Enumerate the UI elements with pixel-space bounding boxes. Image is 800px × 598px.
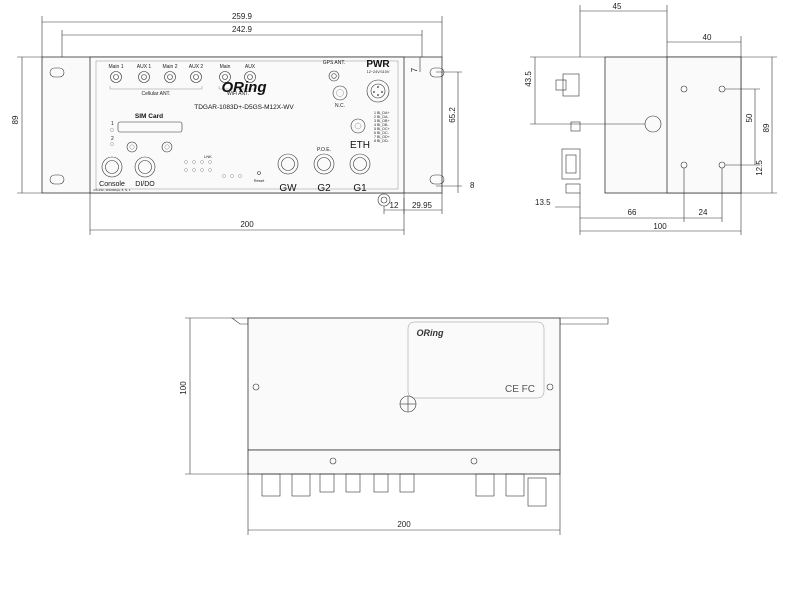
wifi-ant-label: WiFi ANT. [227, 91, 249, 97]
console-port: Console RS-232, 115200bps, 8, N, 1 [94, 156, 131, 192]
svg-text:5 BI_DC+: 5 BI_DC+ [374, 127, 390, 131]
side-flange [666, 56, 742, 194]
svg-text:4 BI_DB-: 4 BI_DB- [374, 123, 389, 127]
side-view: 45 40 43.5 50 89 12.5 13.5 66 24 100 [524, 2, 777, 235]
svg-text:2 BI_DA-: 2 BI_DA- [374, 115, 389, 119]
reset-button: Reset [254, 171, 265, 183]
dim-89-side: 89 [762, 123, 771, 132]
dim-89: 89 [11, 115, 20, 124]
pwr-connector: PWR 12~24V/110V [366, 59, 390, 103]
dim-12-5: 12.5 [755, 160, 764, 176]
svg-text:Main: Main [220, 64, 231, 70]
svg-text:8 BI_DD-: 8 BI_DD- [374, 139, 390, 143]
nc-label: N.C. [335, 103, 345, 109]
dim-100-top: 100 [179, 381, 188, 395]
dim-200-top: 200 [397, 520, 411, 529]
svg-text:7 BI_DD+: 7 BI_DD+ [374, 135, 390, 139]
svg-text:Reset: Reset [254, 178, 265, 183]
top-oring-logo: ORing [417, 328, 444, 338]
dim-242-9: 242.9 [232, 25, 253, 34]
dim-12: 12 [390, 201, 399, 210]
dim-13-5: 13.5 [535, 198, 551, 207]
dim-200: 200 [240, 220, 254, 229]
dim-40: 40 [703, 33, 712, 42]
top-bottom-housing [247, 449, 561, 475]
svg-text:Console: Console [99, 181, 125, 188]
antenna-aux2: AUX 2 [189, 64, 204, 83]
front-body [89, 56, 405, 194]
svg-text:G1: G1 [353, 183, 367, 194]
cellular-ant-label: Cellular ANT. [142, 91, 171, 97]
lnk-label: LNK [204, 154, 212, 159]
flange-slot [49, 174, 65, 185]
dim-29-95: 29.95 [412, 201, 433, 210]
model-name: TDGAR-1083D+-D5GS-M12X-WV [194, 104, 294, 111]
svg-text:AUX 1: AUX 1 [137, 64, 152, 70]
antenna-aux1: AUX 1 [137, 64, 152, 83]
svg-text:Main 1: Main 1 [108, 64, 123, 70]
svg-text:AUX 2: AUX 2 [189, 64, 204, 70]
top-connectors [261, 473, 547, 507]
led-indicators: LNK [184, 154, 242, 178]
svg-text:AUX: AUX [245, 64, 256, 70]
cert-marks: CE FC [505, 384, 535, 395]
svg-text:2: 2 [111, 136, 114, 142]
dim-8: 8 [470, 181, 475, 190]
svg-text:3 BI_DB+: 3 BI_DB+ [374, 119, 389, 123]
dim-66: 66 [628, 208, 637, 217]
flange-slot [429, 67, 445, 78]
svg-text:1: 1 [111, 121, 114, 127]
dim-100-side: 100 [653, 222, 667, 231]
flange-slot [429, 174, 445, 185]
antenna-wifi-main: Main [219, 64, 231, 83]
svg-text:6 BI_DC-: 6 BI_DC- [374, 131, 390, 135]
svg-text:1 BI_DA+: 1 BI_DA+ [374, 111, 389, 115]
flange-slot [49, 67, 65, 78]
gps-connector: GPS ANT. N.C. [323, 60, 348, 109]
antenna-main1: Main 1 [108, 64, 124, 83]
top-view: ORing CE FC 100 200 [179, 317, 609, 535]
dim-259-9: 259.9 [232, 12, 253, 21]
poe-label: P.O.E. [317, 147, 331, 153]
gw-port: GW [277, 153, 299, 194]
svg-text:RS-232, 115200bps, 8, N, 1: RS-232, 115200bps, 8, N, 1 [94, 188, 131, 192]
dim-7: 7 [410, 67, 419, 72]
antenna-wifi-aux: AUX [244, 64, 256, 83]
dim-24: 24 [699, 208, 708, 217]
svg-text:DI/DO: DI/DO [135, 181, 155, 188]
svg-text:GPS ANT.: GPS ANT. [323, 60, 346, 66]
dim-45: 45 [613, 2, 622, 11]
svg-text:Main 2: Main 2 [162, 64, 177, 70]
svg-text:PWR: PWR [366, 59, 390, 70]
svg-text:SIM Card: SIM Card [135, 113, 163, 120]
dim-65-2: 65.2 [448, 107, 457, 123]
ground-screw-icon [377, 193, 391, 207]
front-view: 259.9 242.9 89 200 65.2 7 8 12 29.95 [11, 12, 475, 235]
sim-card-slot: SIM Card 1 2 [110, 113, 183, 146]
antenna-connectors: Main 1 AUX 1 Main 2 AUX 2 Main AUX [108, 64, 257, 97]
oring-logo: ORing [222, 79, 267, 96]
svg-text:G2: G2 [317, 183, 331, 194]
g2-port: P.O.E. G2 [313, 147, 335, 194]
g1-port: G1 [349, 153, 371, 194]
top-label-plate [407, 321, 545, 399]
antenna-main2: Main 2 [162, 64, 178, 83]
svg-text:12~24V/110V: 12~24V/110V [367, 70, 390, 74]
dim-43-5: 43.5 [524, 71, 533, 87]
eth-pinout: ETH 1 BI_DA+ 2 BI_DA- 3 BI_DB+ 4 BI_DB- … [350, 111, 390, 151]
svg-text:ETH: ETH [350, 140, 370, 151]
svg-text:GW: GW [279, 183, 297, 194]
dim-50: 50 [745, 113, 754, 122]
dido-port: DI/DO [134, 156, 156, 188]
top-body [247, 317, 561, 451]
m8-connectors [126, 141, 173, 153]
